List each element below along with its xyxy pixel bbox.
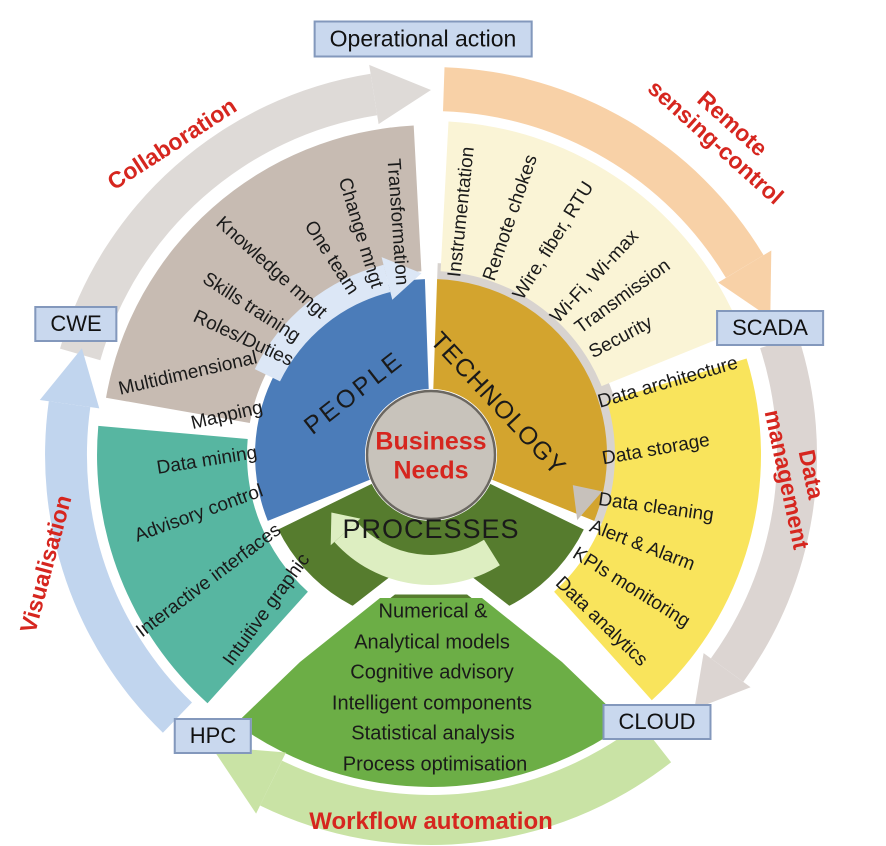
ring-label-workflow-automation: Workflow automation: [309, 808, 553, 836]
segment-workflow-automation: [235, 598, 627, 787]
gap-chevron: [239, 577, 623, 707]
item-analytical-models: Analytical models: [354, 631, 510, 654]
item-intelligent-components: Intelligent components: [331, 692, 533, 715]
item-statistical-analysis: Statistical analysis: [351, 722, 515, 745]
arc-remote-arrowhead: [718, 250, 772, 318]
people-arrowhead: [381, 257, 422, 300]
arc-visualisation-arrowhead: [39, 348, 100, 409]
center-business-needs: Business Needs: [375, 427, 486, 485]
segment-remote-sensing: [440, 121, 741, 387]
people-arrow-band: [254, 264, 391, 382]
ring-technology: [437, 263, 623, 527]
arc-workflow-arrowhead: [211, 746, 286, 814]
processes-arrow-band: [334, 521, 500, 585]
center-line1: Business: [375, 427, 487, 456]
segment-collaboration: [106, 125, 422, 423]
segment-title-processes: PROCESSES: [342, 513, 520, 544]
segment-technology: [433, 279, 608, 521]
box-cloud: CLOUD: [602, 704, 712, 740]
box-cwe: CWE: [34, 306, 118, 342]
segment-visualisation: [97, 425, 308, 704]
arc-data-band: [710, 335, 818, 682]
item-numerical: Numerical &: [378, 600, 488, 623]
box-scada: SCADA: [716, 310, 824, 346]
segment-data-management: [554, 358, 762, 701]
arc-data-arrowhead: [694, 653, 751, 710]
technology-arrowhead: [572, 485, 603, 521]
arc-workflow-band: [260, 722, 672, 845]
item-process-optimisation: Process optimisation: [342, 753, 528, 776]
box-hpc: HPC: [173, 718, 253, 754]
center-circle: [365, 389, 497, 521]
arc-visualisation-band: [45, 401, 193, 733]
arc-remote-band: [443, 67, 764, 278]
box-operational-action: Operational action: [313, 20, 533, 58]
item-cognitive-advisory: Cognitive advisory: [350, 661, 514, 684]
processes-arrowhead: [330, 512, 361, 546]
arc-collaboration-arrowhead: [369, 64, 431, 125]
center-line2: Needs: [393, 456, 469, 484]
